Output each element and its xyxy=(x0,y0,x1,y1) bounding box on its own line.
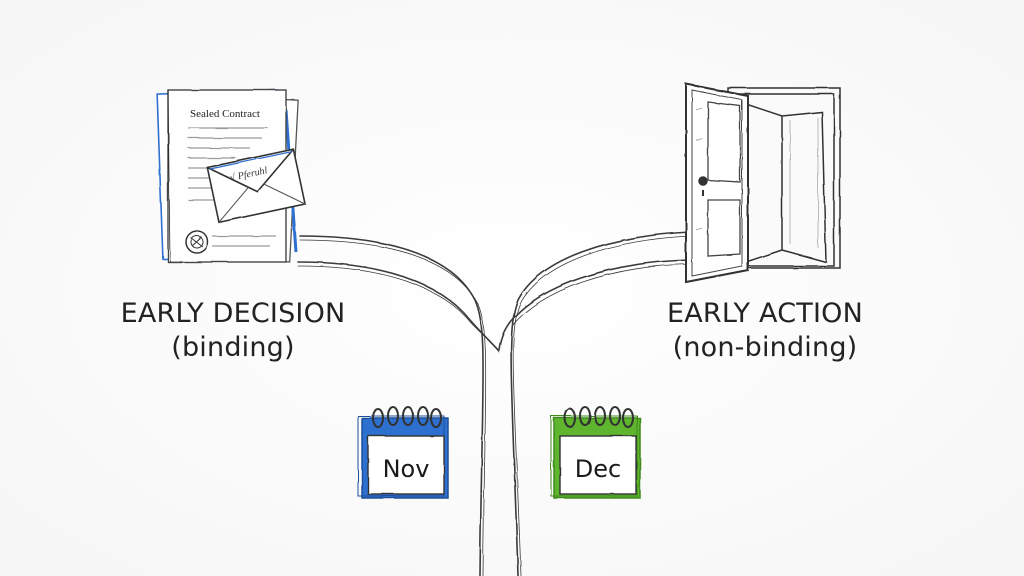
envelope-icon xyxy=(206,148,306,224)
road-left-upper-edge xyxy=(299,235,484,576)
sealed-contract-icon xyxy=(156,89,306,263)
dec-calendar-icon xyxy=(550,406,641,499)
dec-calendar-month: Dec xyxy=(575,455,621,483)
door-panel xyxy=(685,82,749,284)
early-decision-label: EARLY DECISION (binding) xyxy=(108,297,358,365)
open-door-icon xyxy=(685,82,841,284)
early-decision-subtitle: (binding) xyxy=(171,332,295,363)
early-action-title: EARLY ACTION xyxy=(667,298,863,329)
road-right-upper-edge xyxy=(510,231,691,576)
forking-road xyxy=(297,231,691,576)
seal-stamp-icon xyxy=(185,230,209,254)
early-decision-title: EARLY DECISION xyxy=(120,298,346,329)
road-right-lower-edge xyxy=(498,259,691,351)
early-action-label: EARLY ACTION (non-binding) xyxy=(640,297,890,365)
nov-calendar-icon xyxy=(357,406,449,499)
contract-document-title: Sealed Contract xyxy=(190,108,260,120)
door-knob xyxy=(698,176,708,186)
early-action-subtitle: (non-binding) xyxy=(672,332,858,363)
nov-calendar-month: Nov xyxy=(383,455,430,483)
